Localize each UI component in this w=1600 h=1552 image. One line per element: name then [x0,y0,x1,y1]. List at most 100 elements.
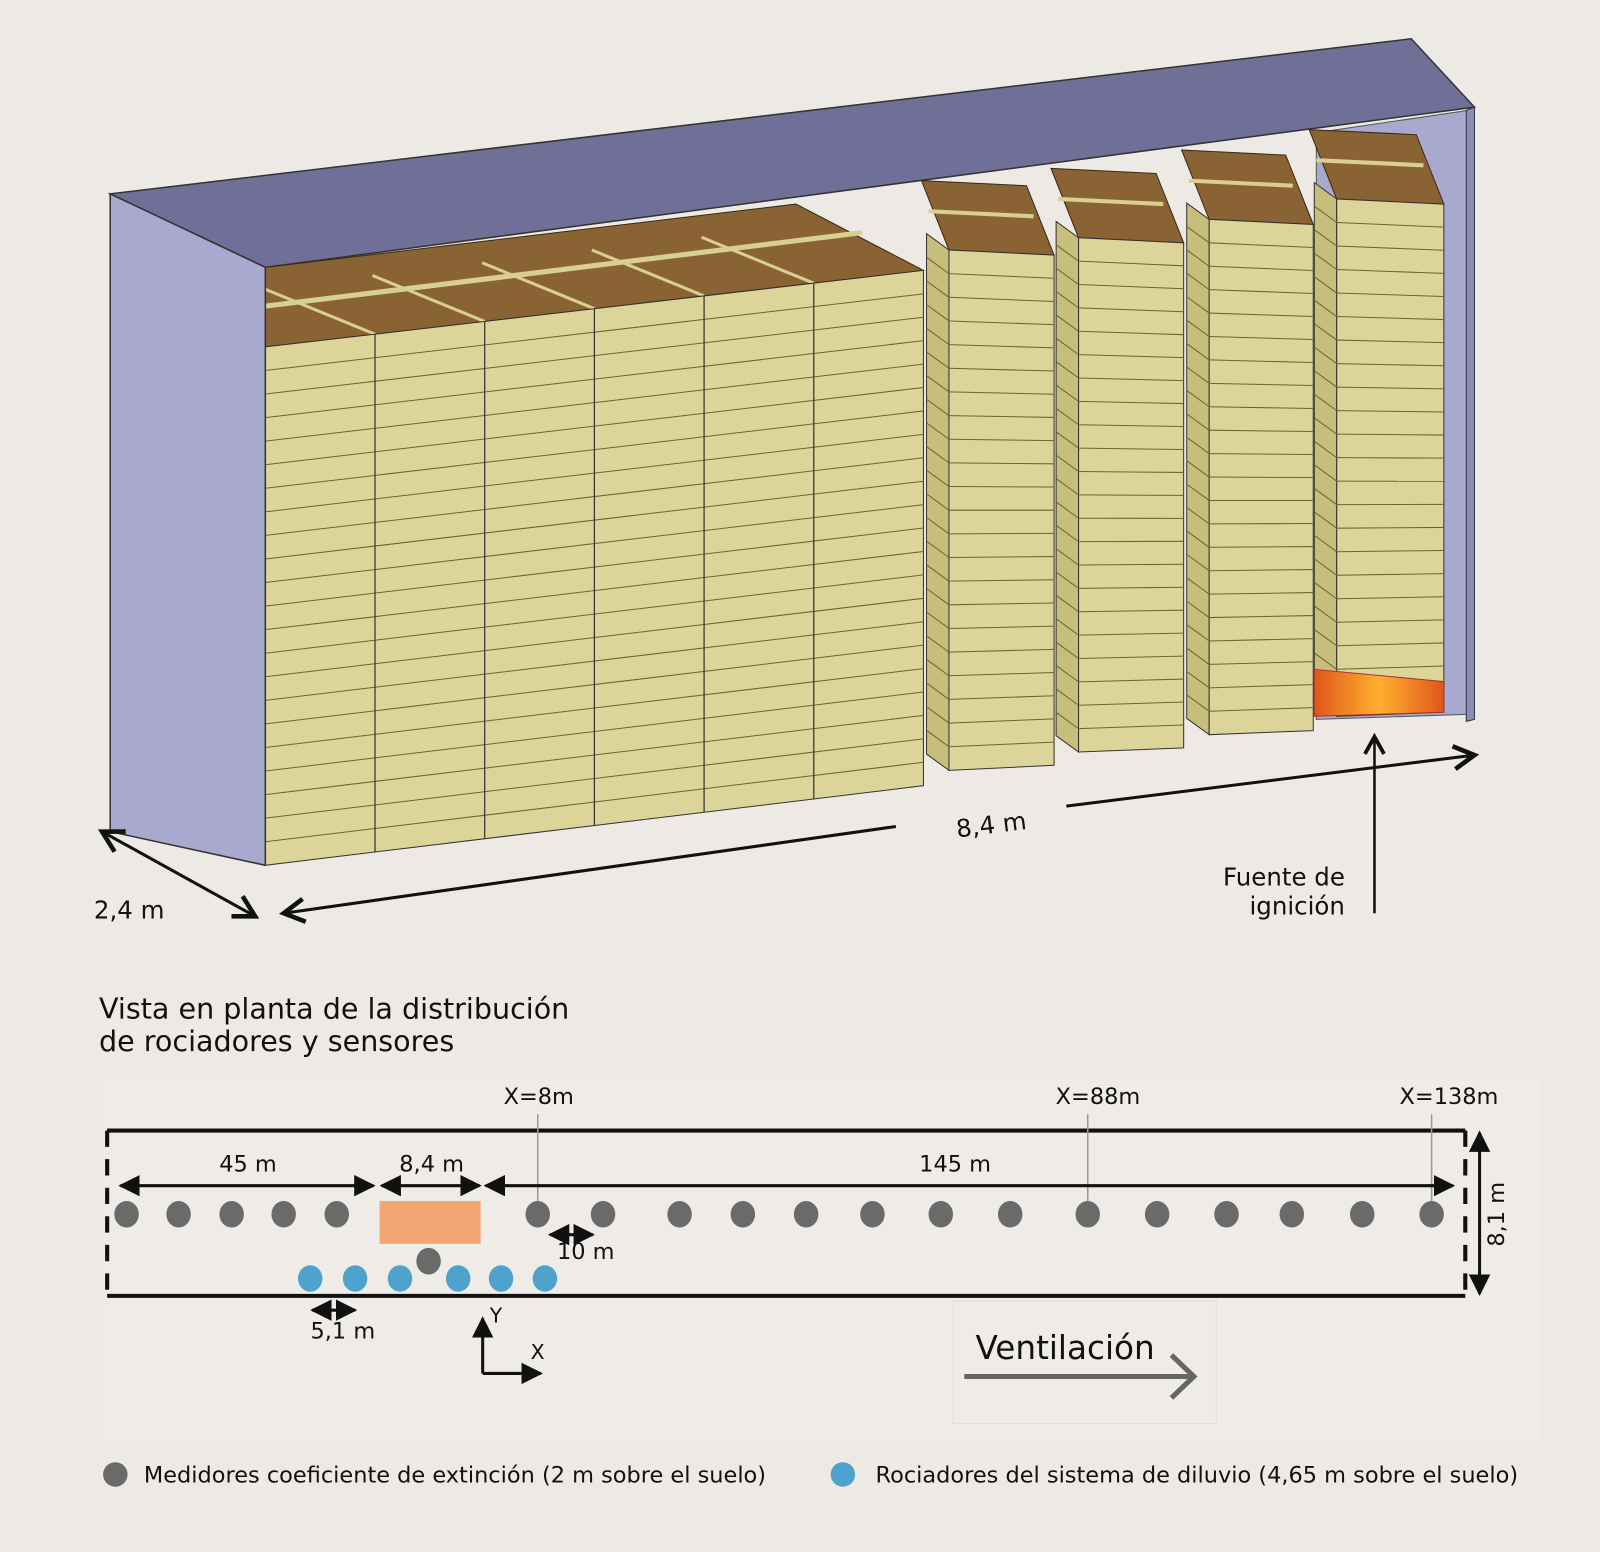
stack-top-seam [1316,158,1424,168]
extinction-sensor [928,1200,954,1228]
stack-layer-line [926,517,950,535]
ventilation-indicator: Ventilación [952,1300,1217,1424]
stack-layer-line [1186,624,1210,642]
stack-layer-line [1186,507,1210,525]
stack-layer-line [1336,550,1444,553]
extinction-sensor [271,1200,296,1228]
deluge-sprinkler [387,1265,413,1292]
stack-layer-line [926,682,950,700]
stack-layer-line [926,422,950,440]
stack-layer-line [926,659,950,677]
deluge-sprinkler [342,1265,368,1292]
extinction-sensor [590,1200,616,1228]
stack-layer-line [1186,343,1210,361]
stack-layer-line [948,556,1055,559]
stack-layer-line [1313,534,1338,553]
stack-layer-line [1186,249,1210,267]
stack-layer-line [926,327,950,346]
stack-layer-line [926,540,950,558]
stack-layer-line [1209,265,1314,272]
container-3d-model [107,37,1477,867]
stack-layer-line [1078,377,1184,382]
ignition-label-2: ignición [1250,891,1345,920]
stack-layer-line [1055,595,1079,613]
stack-layer-line [1313,558,1338,576]
stack-layer-line [926,398,950,416]
stack-layer-line [1336,410,1444,413]
dim-10m: 10 m [557,1239,615,1265]
stack-layer-line [948,462,1055,465]
extinction-sensor [1349,1200,1375,1228]
stack-layer-line [948,579,1055,582]
stack-layer-line [926,729,950,748]
stack-layer-line [1209,707,1314,712]
stack-layer-line [1186,671,1210,689]
stack-layer-line [948,695,1055,700]
stack-layer-line [926,469,950,487]
stack-layer-line [948,741,1055,748]
stack-layer-line [948,648,1055,653]
stack-layer-line [1313,581,1338,600]
stack-layer-line [926,635,950,653]
stack-layer-line [1313,629,1338,647]
axis-indicator: Y X [471,1303,545,1385]
cargo-top-seam [481,261,595,311]
stack-layer-line [948,415,1055,418]
plan-title-2: de rociadores y sensores [99,1024,454,1058]
extinction-sensor [114,1200,139,1228]
ignition-label-1: Fuente de [1223,863,1345,892]
dim-8-4m: 8,4 m [399,1151,464,1177]
ignition-callout: Fuente de ignición [1223,737,1374,920]
stack-layer-line [1186,600,1210,618]
stack-layer-line [1078,701,1184,706]
cargo-top-seam [591,248,705,298]
stack-layer-line [1313,440,1338,459]
stack-layer-line [948,273,1055,279]
stack-layer-line [1209,242,1314,248]
stack-layer-line [1313,323,1338,341]
stack-layer-line [1313,487,1338,506]
stack-layer-line [1055,711,1079,730]
axis-y-label: Y [489,1303,503,1327]
legend-sprinkler-label: Rociadores del sistema de diluvio (4,65 … [876,1463,1519,1489]
dim-145m: 145 m [919,1151,991,1177]
extinction-sensor [416,1247,441,1275]
stack-top-seam [1188,178,1293,188]
stack-layer-line [926,256,950,275]
stack-layer-line [1055,267,1079,285]
stack-layer-line [1313,276,1338,294]
extinction-sensor [166,1200,191,1228]
stack-layer-line [1313,652,1338,670]
legend: Medidores coeficiente de extinción (2 m … [103,1462,1519,1489]
stack-layer-line [1336,596,1444,600]
stack-layer-line [1055,524,1079,543]
extinction-sensor [219,1200,244,1228]
stack-top-seam [928,209,1034,219]
stack-layer-line [926,304,950,322]
stack-layer-line [1186,694,1210,712]
marker-x8: X=8m [504,1084,574,1110]
marker-x88: X=88m [1056,1084,1141,1110]
extinction-sensor [1419,1200,1444,1228]
stack-layer-line [926,493,950,511]
stack-layer-line [1055,618,1079,636]
stack-layer-line [1336,642,1444,647]
stack-layer-line [1055,337,1079,356]
marker-x138: X=138m [1400,1084,1499,1110]
stack-layer-line [1336,363,1444,367]
stack-layer-line [1078,632,1184,636]
stack-layer-line [1313,205,1338,223]
stack-layer-line [1078,354,1184,359]
stack-layer-line [1313,393,1338,412]
stack-layer-line [1336,221,1444,228]
stack-layer-line [1209,615,1314,619]
stack-layer-line [1055,244,1079,262]
stack-layer-line [1055,501,1079,519]
stack-layer-line [1055,291,1079,309]
stack-layer-line [1078,307,1184,313]
stack-layer-line [1078,283,1184,290]
stack-layer-line [1186,553,1210,572]
stack-layer-line [948,391,1055,395]
container-left-wall [109,192,267,867]
